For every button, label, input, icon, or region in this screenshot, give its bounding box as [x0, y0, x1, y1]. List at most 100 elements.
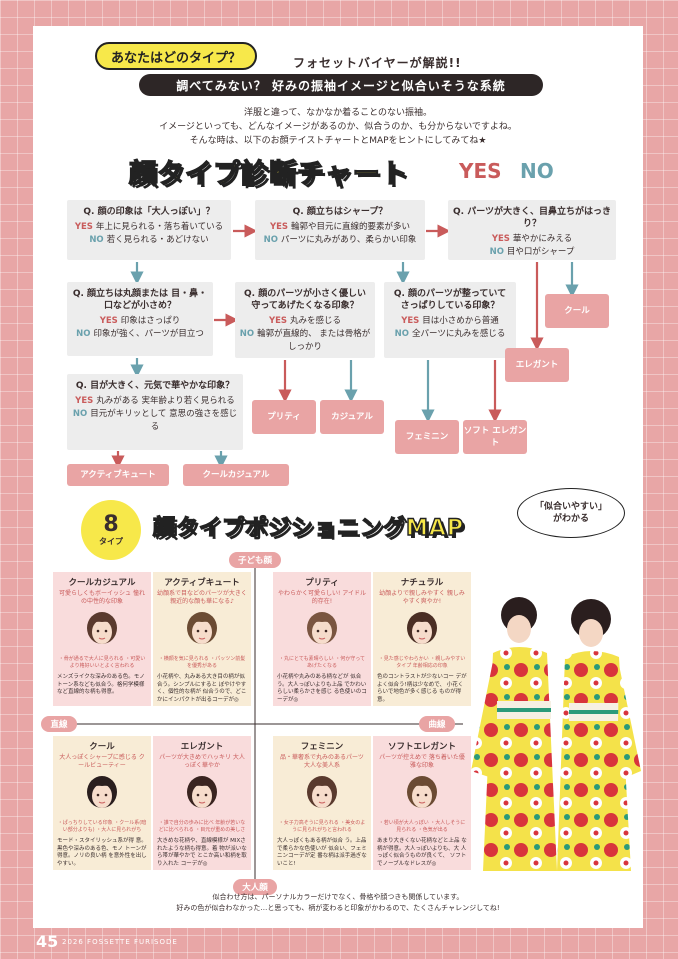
speech-bubble: 「似合いやすい」 がわかる — [517, 488, 625, 538]
card-title: プリティ — [305, 578, 339, 588]
card-title: クール — [89, 742, 115, 752]
no-label: NO — [89, 235, 104, 245]
axis-right-label: 曲線 — [419, 716, 455, 732]
card-description: 小花柄や丸みのある柄などが 似合う。大人っぽいよりも上品 でかわいらしい柔らかさ… — [277, 674, 367, 703]
card-subtitle: 幼顔よりで親しみやすく 親しみやすく爽やか! — [379, 590, 465, 605]
card-subtitle: やわらかく可愛らしい! アイドル的存在! — [277, 590, 366, 605]
type-card: アクティブキュート幼顔系で目などのパーツが大きく 親近的な顔も華になる♪・横顔を… — [153, 572, 251, 706]
card-subtitle: 品・華奢系で丸みのあるパーツ 大人な美人系 — [280, 754, 364, 769]
result-casual: カジュアル — [320, 400, 384, 434]
intro-line: そんな時は、以下のお顔テイストチャートとMAPをヒントにしてみてね★ — [189, 136, 487, 146]
page: あなたはどのタイプ？ フォセットバイヤーが解説!! 調べてみない？ 好みの振袖イ… — [33, 26, 643, 928]
no-label: NO — [263, 235, 278, 245]
yes-label: YES — [268, 316, 288, 326]
face-illustration-icon — [407, 612, 437, 644]
card-description: モード・スタイリッシュ系が得 意。黒色や深みのある色、モノ トーンが得意。ノリの… — [57, 838, 147, 867]
yes-label: YES — [491, 234, 510, 244]
yes-text: 輪郭や目元に直線的要素が多い — [291, 222, 411, 232]
header-band: 調べてみない？ 好みの振袖イメージと似合いそうな系統 — [139, 74, 543, 96]
face-illustration-icon — [87, 776, 117, 808]
map-axes — [51, 564, 463, 886]
no-label: NO — [72, 409, 88, 419]
axis-bottom-label: 大人顔 — [233, 879, 277, 895]
axis-left-label: 直線 — [41, 716, 77, 732]
type-card: ソフトエレガントパーツが控えめで 落ち着いた優雅な印象・若い頃が大人っぽい ・大… — [373, 736, 471, 870]
card-traits: ・若い頃が大人っぽい ・大人しそうに見られる ・色気が出る — [378, 820, 466, 833]
card-traits: ・見た感じやわらかい ・親しみやすいタイプ 年齢相応の印象 — [378, 656, 466, 669]
no-text: 目や口がシャープ — [506, 247, 575, 257]
yes-label: YES — [99, 316, 118, 326]
type-card: プリティやわらかく可愛らしい! アイドル的存在! ・丸にとても素晴らしい ・何か守… — [273, 572, 371, 706]
card-subtitle: 大人っぽくシャープに感じる クールビューティー — [59, 754, 145, 769]
card-subtitle: パーツが控えめで 落ち着いた優雅な印象 — [379, 754, 465, 769]
type-card: クール大人っぽくシャープに感じる クールビューティー・ぱっちりしている印象 ・ク… — [53, 736, 151, 870]
no-label: NO — [76, 329, 91, 339]
yes-text: 華やかにみえる — [512, 234, 573, 244]
result-feminine: フェミニン — [395, 420, 459, 454]
question-title: Q. 顔のパーツが整っていて さっぱりしている印象？ — [393, 289, 507, 311]
question-title: Q. パーツが大きく、目鼻立ちがはっきり？ — [452, 207, 612, 229]
yes-text: 丸みを感じる — [290, 316, 342, 326]
card-traits: ・骨が通るで大人に見られる ・可愛いより格好いいとよく言われる — [58, 656, 146, 669]
yes-label: YES — [74, 222, 93, 232]
footnote-line: 好みの色が似合わなかった…と思っても、柄が変わると印象がかわるので、たくさんチャ… — [176, 904, 500, 912]
yes-text: 丸みがある 実年齢より若く見られる — [96, 396, 235, 406]
type-card: クールカジュアル可愛らしくもボーイッシュ 憧れの中性的な印象・骨が通るで大人に見… — [53, 572, 151, 706]
yes-label: YES — [401, 316, 420, 326]
intro-line: イメージといっても、どんなイメージがあるのか、似合うのか、も分からないですよね。 — [159, 122, 517, 132]
type-card: エレガントパーツが大きめでハッキリ 大人っぽく華やか・誰で自分の歩みに比べ 年齢… — [153, 736, 251, 870]
face-illustration-icon — [407, 776, 437, 808]
type-card: ナチュラル幼顔よりで親しみやすく 親しみやすく爽やか!・見た感じやわらかい ・親… — [373, 572, 471, 706]
type-count-badge: 8 タイプ — [81, 500, 141, 560]
face-illustration-icon — [307, 612, 337, 644]
intro-text: 洋服と違って、なかなか着ることのない振袖。 イメージといっても、どんなイメージが… — [33, 106, 643, 148]
yes-label: YES — [75, 396, 94, 406]
card-description: 小花柄や、丸みある大き目の柄が似合う。シンプルにすると ぼやけやすく、個性的な柄… — [157, 674, 247, 703]
result-active-cute: アクティブキュート — [67, 464, 169, 486]
no-text: 全パーツに丸みを感じる — [412, 329, 506, 339]
card-title: フェミニン — [300, 742, 344, 752]
card-traits: ・丸にとても素晴らしい ・何か守ってあげたくなる — [279, 656, 365, 669]
card-traits: ・誰で自分の歩みに比べ 年齢が若いなどに比べられる ・目元が重めの美しさ — [158, 820, 246, 833]
yes-label: YES — [269, 222, 289, 232]
yes-legend: YES — [459, 159, 502, 183]
question-title: Q. 顔のパーツが小さく優しい 守ってあげたくなる印象？ — [243, 289, 367, 311]
face-illustration-icon — [307, 776, 337, 808]
page-number: 45 — [36, 932, 59, 951]
result-cool-casual: クールカジュアル — [183, 464, 289, 486]
no-text: 印象が強く、パーツが目立つ — [93, 329, 204, 339]
question-title: Q. 顔立ちは丸顔または 目・鼻・口などが小さめ？ — [72, 289, 208, 311]
card-description: 色のコントラストが少ないコー デがよく似合う!柄は少なめで、 小花くらいで地色が… — [377, 674, 467, 703]
result-elegant: エレガント — [505, 348, 569, 382]
result-soft-elegant: ソフト エレガント — [463, 420, 527, 454]
card-title: クールカジュアル — [68, 578, 136, 588]
yes-text: 年上に見られる・落ち着いている — [95, 222, 224, 232]
footnote-line: 似合わせ方は、パーソナルカラーだけでなく、骨格や顔つきも関係しています。 — [212, 893, 464, 901]
face-illustration-icon — [87, 612, 117, 644]
question-title: Q. 顔立ちはシャープ？ — [292, 207, 388, 217]
result-cool: クール — [545, 294, 609, 328]
type-count-suffix: タイプ — [99, 536, 123, 546]
no-label: NO — [489, 247, 504, 257]
type-card: フェミニン品・華奢系で丸みのあるパーツ 大人な美人系・女子力高そうに見られる ・… — [273, 736, 371, 870]
type-count: 8 — [103, 511, 119, 537]
card-title: アクティブキュート — [164, 578, 240, 588]
type-badge: あなたはどのタイプ？ — [95, 42, 257, 70]
no-text: パーツに丸みがあり、柔らかい印象 — [280, 235, 417, 245]
bubble-line: 「似合いやすい」 — [534, 502, 607, 512]
no-text: 目元がキリッとして 意思の強さを感じる — [90, 409, 238, 432]
